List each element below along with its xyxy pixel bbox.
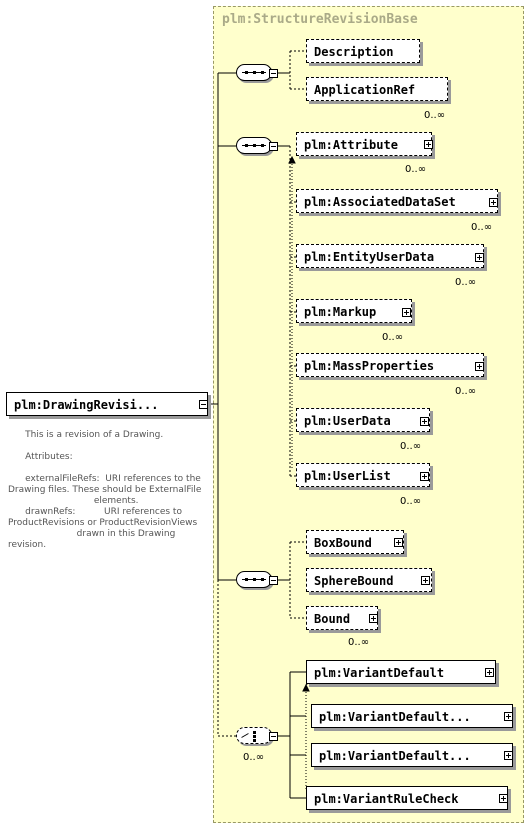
collapse-sequence-3-icon[interactable] (269, 576, 278, 585)
element-user-list-label: plm:UserList (304, 469, 391, 483)
element-user-data[interactable]: plm:UserData (296, 408, 430, 432)
multiplicity-user-data: 0..∞ (400, 441, 422, 452)
expand-attribute-icon[interactable] (424, 140, 433, 149)
documentation-line (8, 441, 204, 452)
documentation-line: Attributes: (8, 452, 73, 462)
element-sphere-bound-label: SphereBound (314, 574, 394, 588)
element-variant-default-3[interactable]: plm:VariantDefault... (311, 743, 513, 767)
element-mass-properties-label: plm:MassProperties (304, 359, 435, 373)
element-associated-data-set[interactable]: plm:AssociatedDataSet (296, 189, 498, 213)
expand-variant-default-icon[interactable] (485, 668, 494, 677)
multiplicity-user-list: 0..∞ (400, 496, 422, 507)
root-element-label: plm:DrawingRevisi... (14, 398, 159, 412)
root-documentation: This is a revision of a Drawing. Attribu… (8, 430, 204, 551)
sequence-compositor-1[interactable] (236, 64, 272, 81)
collapse-choice-icon[interactable] (269, 732, 278, 741)
expand-bound-icon[interactable] (369, 614, 378, 623)
expand-variant-rule-check-icon[interactable] (499, 794, 508, 803)
element-attribute-label: plm:Attribute (304, 138, 398, 152)
element-box-bound[interactable]: BoxBound (306, 530, 404, 554)
choice-compositor[interactable] (236, 727, 272, 744)
element-description-label: Description (314, 45, 394, 59)
expand-box-bound-icon[interactable] (394, 538, 403, 547)
documentation-line: externalFileRefs: URI references to the (8, 474, 201, 484)
multiplicity-application-ref: 0..∞ (424, 110, 446, 121)
element-user-list[interactable]: plm:UserList (296, 463, 430, 487)
multiplicity-attribute: 0..∞ (405, 164, 427, 175)
multiplicity-markup: 0..∞ (382, 332, 404, 343)
expand-user-list-icon[interactable] (420, 472, 429, 481)
element-box-bound-label: BoxBound (314, 536, 372, 550)
element-variant-rule-check-label: plm:VariantRuleCheck (314, 792, 459, 806)
documentation-line: This is a revision of a Drawing. (8, 430, 164, 440)
element-description[interactable]: Description (306, 39, 420, 63)
collapse-sequence-1-icon[interactable] (269, 69, 278, 78)
multiplicity-entity-user-data: 0..∞ (455, 277, 477, 288)
element-application-ref[interactable]: ApplicationRef (306, 77, 448, 101)
element-variant-rule-check[interactable]: plm:VariantRuleCheck (306, 786, 508, 810)
element-entity-user-data-label: plm:EntityUserData (304, 250, 435, 264)
documentation-line: drawn in this Drawing (8, 529, 176, 539)
multiplicity-choice: 0..∞ (243, 752, 265, 763)
element-variant-default[interactable]: plm:VariantDefault (306, 660, 496, 684)
root-element[interactable]: plm:DrawingRevisi... (6, 392, 208, 416)
expand-mass-properties-icon[interactable] (475, 362, 484, 371)
collapse-root-icon[interactable] (199, 400, 208, 409)
documentation-line (8, 463, 204, 474)
documentation-line: drawnRefs: URI references to (8, 507, 182, 517)
expand-markup-icon[interactable] (402, 308, 411, 317)
collapse-sequence-2-icon[interactable] (269, 142, 278, 151)
documentation-line: elements. (8, 496, 139, 506)
expand-variant-default-3-icon[interactable] (504, 751, 513, 760)
multiplicity-bound: 0..∞ (348, 637, 370, 648)
element-variant-default-3-label: plm:VariantDefault... (319, 749, 471, 763)
multiplicity-associated-data-set: 0..∞ (471, 222, 493, 233)
base-type-title: plm:StructureRevisionBase (222, 12, 418, 27)
element-mass-properties[interactable]: plm:MassProperties (296, 353, 484, 377)
element-entity-user-data[interactable]: plm:EntityUserData (296, 244, 484, 268)
element-sphere-bound[interactable]: SphereBound (306, 568, 432, 592)
documentation-line: revision. (8, 540, 47, 550)
element-bound[interactable]: Bound (306, 606, 378, 630)
element-user-data-label: plm:UserData (304, 414, 391, 428)
element-variant-default-2[interactable]: plm:VariantDefault... (311, 704, 513, 728)
element-variant-default-2-label: plm:VariantDefault... (319, 710, 471, 724)
element-bound-label: Bound (314, 612, 351, 626)
element-associated-data-set-label: plm:AssociatedDataSet (304, 195, 456, 209)
sequence-compositor-3[interactable] (236, 571, 272, 588)
expand-sphere-bound-icon[interactable] (421, 576, 430, 585)
element-markup[interactable]: plm:Markup (296, 299, 412, 323)
expand-entity-user-data-icon[interactable] (475, 253, 484, 262)
element-attribute[interactable]: plm:Attribute (296, 132, 432, 156)
documentation-line: ProductRevisions or ProductRevisionViews (8, 518, 198, 528)
element-application-ref-label: ApplicationRef (314, 83, 416, 97)
expand-associated-data-set-icon[interactable] (489, 198, 498, 207)
sequence-compositor-2[interactable] (236, 137, 272, 154)
documentation-line: Drawing files. These should be ExternalF… (8, 485, 202, 495)
expand-variant-default-2-icon[interactable] (504, 712, 513, 721)
element-markup-label: plm:Markup (304, 305, 377, 319)
multiplicity-mass-properties: 0..∞ (455, 386, 477, 397)
element-variant-default-label: plm:VariantDefault (314, 666, 445, 680)
expand-user-data-icon[interactable] (420, 417, 429, 426)
